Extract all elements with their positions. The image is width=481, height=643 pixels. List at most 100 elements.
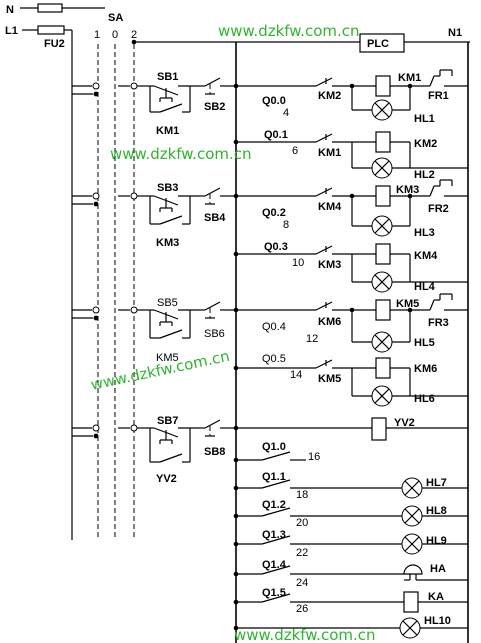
q14-label: Q1.4 [262,559,287,571]
ha-label: HA [430,563,446,575]
n22-label: 22 [296,547,308,559]
n4-label: 4 [283,107,289,119]
hl10-label: HL10 [424,615,451,627]
sb3-label: SB3 [157,182,178,194]
n8-label: 8 [283,219,289,231]
km1-hold-label: KM1 [156,125,179,137]
fuse-fu2 [37,25,65,35]
km4-ilk-label: KM4 [318,201,342,213]
hl5-label: HL5 [414,337,435,349]
selector-label: SA [108,12,123,24]
n26-label: 26 [296,603,308,615]
q03-label: Q0.3 [264,241,288,253]
km6-coil [375,357,391,379]
yv2-coil [371,417,387,441]
km2-ilk-label: KM2 [318,90,341,102]
km3-coil-label: KM3 [396,184,419,196]
km3-hold-label: KM3 [156,237,179,249]
sb1-label: SB1 [157,71,178,83]
n10-label: 10 [292,257,304,269]
km1-coil [375,75,391,97]
fr3-label: FR3 [428,317,449,329]
selector-switch-sa: SA 1 0 2 [94,12,137,540]
output-rung-hl7: Q1.1 18 HL7 [233,471,468,501]
sb7-label: SB7 [157,415,178,427]
plc-label: PLC [367,38,389,50]
q04-label: Q0.4 [262,321,286,333]
hl8-label: HL8 [426,505,447,517]
km3-coil [375,185,391,207]
q02-label: Q0.2 [262,207,286,219]
selector-pos1: 1 [94,29,100,41]
n16-label: 16 [308,451,320,463]
q13-label: Q1.3 [262,529,286,541]
km1-coil-label: KM1 [398,72,421,84]
km2-coil-label: KM2 [414,138,437,150]
hl9-label: HL9 [426,535,447,547]
n6-label: 6 [292,145,298,157]
watermark-1: www.dzkfw.com.cn [218,22,360,40]
sb2-label: SB2 [204,101,225,113]
km1-ilk-label: KM1 [318,147,341,159]
hl6-label: HL6 [414,393,435,405]
n12-label: 12 [306,333,318,345]
km5-coil [375,299,391,321]
watermark-4: www.dzkfw.com.cn [234,626,376,643]
sb8-label: SB8 [204,446,225,458]
hl2-label: HL2 [414,169,435,181]
ka-label: KA [428,591,444,603]
sb5-label: SB5 [157,297,178,309]
relay-ka [403,591,419,613]
n20-label: 20 [296,517,308,529]
km2-coil [375,131,391,153]
fr2-label: FR2 [428,203,449,215]
n24-label: 24 [296,577,308,589]
live-label: L1 [5,25,18,37]
fr1-label: FR1 [428,90,449,102]
q15-label: Q1.5 [262,587,286,599]
group-km5-km6: SB5 KM5 SB6 Q0.4 12 KM6 KM5 [72,293,468,407]
selector-pos2: 2 [131,29,137,41]
plc-box [359,33,405,53]
sb4-label: SB4 [204,212,226,224]
hl4-label: HL4 [414,281,436,293]
output-rung-hl10: HL10 [233,615,468,639]
selector-pos0: 0 [112,29,118,41]
output-rung-ha: Q1.4 24 HA [233,559,468,589]
yv2-hold-label: YV2 [156,473,177,485]
fuse-label: FU2 [44,38,65,50]
output-rung-ka: Q1.5 26 KA [233,587,468,615]
km5-hold-label: KM5 [156,352,179,364]
km3-ilk-label: KM3 [318,259,341,271]
km6-ilk-label: KM6 [318,316,341,328]
neutral-rail: N [6,3,105,16]
live-rail: L1 FU2 [5,25,73,540]
q10-label: Q1.0 [262,441,286,453]
n14-label: 14 [290,369,302,381]
km5-coil-label: KM5 [396,298,419,310]
output-rung-hl8: Q1.2 20 HL8 [233,499,468,529]
q01-label: Q0.1 [264,129,288,141]
hl3-label: HL3 [414,227,435,239]
group-km3-km4: SB3 KM3 SB4 Q0.2 8 KM4 KM3 [72,179,468,293]
neutral-label: N [6,4,14,16]
q00-label: Q0.0 [262,95,286,107]
sb6-label: SB6 [204,328,225,340]
hl1-label: HL1 [414,113,435,125]
output-rung-hl9: Q1.3 22 HL9 [233,529,468,559]
group-yv2: SB7 YV2 SB8 YV2 Q1.0 16 [72,415,468,485]
hl7-label: HL7 [426,477,447,489]
yv2-coil-label: YV2 [394,417,415,429]
watermark-2: www.dzkfw.com.cn [110,145,252,163]
q05-label: Q0.5 [262,353,286,365]
n1-label: N1 [448,27,462,39]
horn-ha-icon [403,564,423,575]
km5-ilk-label: KM5 [318,373,341,385]
km6-coil-label: KM6 [414,363,437,375]
q11-label: Q1.1 [262,471,286,483]
q12-label: Q1.2 [262,499,286,511]
group-km1-km2: SB1 KM1 SB2 Q0.0 4 KM2 KM1 [72,69,468,181]
km4-coil [375,243,391,265]
